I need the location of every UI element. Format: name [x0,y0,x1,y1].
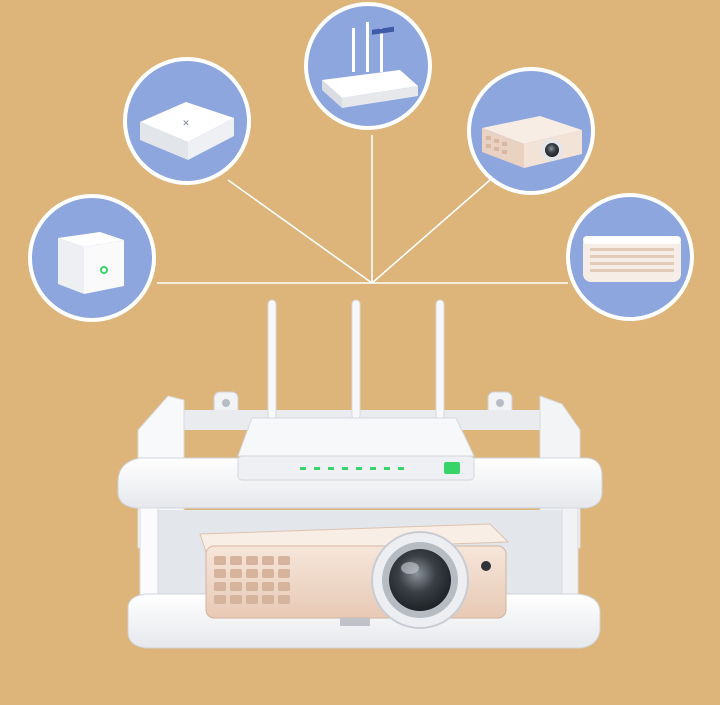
device-circle-speaker [566,193,694,321]
device-circle-tv-box [28,194,156,322]
projector-lens [371,531,469,629]
projector-on-shelf [199,523,510,629]
router-status-leds [300,462,460,474]
mini-box-icon: ✕ [140,102,234,160]
projector-vents [214,556,290,604]
device-circle-projector [467,67,595,195]
projector-icon [482,116,582,168]
connector-lines [157,135,568,284]
router-icon [322,22,418,108]
router-on-shelf [237,299,475,481]
device-circle-router [304,2,432,130]
device-circle-mini-box: ✕ [123,57,251,185]
svg-text:✕: ✕ [182,119,190,129]
speaker-icon [583,236,681,282]
tv-box-icon [58,232,124,294]
